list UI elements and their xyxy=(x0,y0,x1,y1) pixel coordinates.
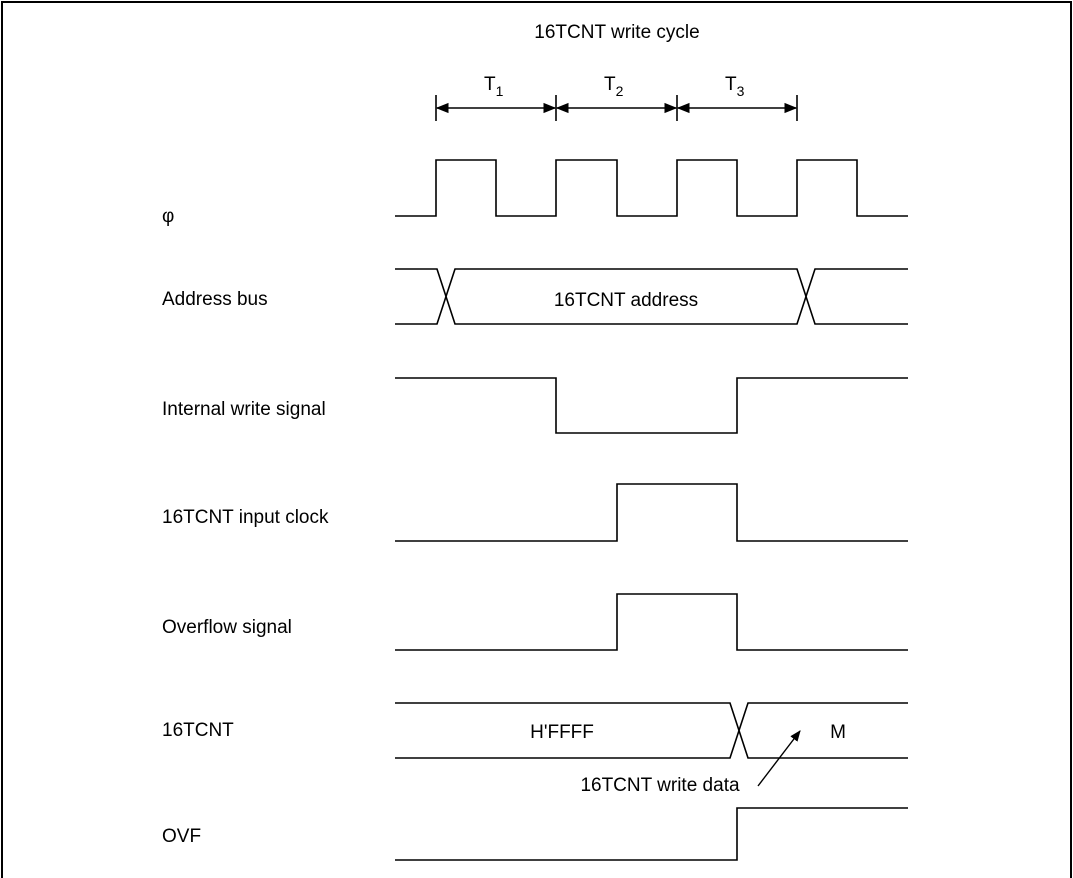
signal-label-internal-write: Internal write signal xyxy=(162,399,326,420)
tcnt-value-after: M xyxy=(830,722,846,743)
phi-waveform xyxy=(395,159,908,217)
signal-label-input-clock: 16TCNT input clock xyxy=(162,507,329,528)
tcnt-value-before: H'FFFF xyxy=(530,722,594,743)
signal-label-tcnt: 16TCNT xyxy=(162,720,234,741)
signal-label-phi: φ xyxy=(162,206,174,227)
write-data-pointer xyxy=(757,730,801,787)
signal-label-overflow: Overflow signal xyxy=(162,617,292,638)
overflow-waveform xyxy=(395,593,908,651)
input-clock-waveform xyxy=(395,483,908,542)
address-bus-value: 16TCNT address xyxy=(554,290,698,311)
cycle-title: 16TCNT write cycle xyxy=(534,22,699,43)
state-t3-label: T3 xyxy=(725,74,745,99)
address-bus-waveform xyxy=(395,268,908,325)
write-data-annotation: 16TCNT write data xyxy=(580,775,740,796)
state-t1-label: T1 xyxy=(484,74,504,99)
state-t2-label: T2 xyxy=(604,74,624,99)
tcnt-bus-waveform xyxy=(395,702,908,759)
signal-label-address-bus: Address bus xyxy=(162,289,268,310)
state-markers: T1 T2 T3 xyxy=(435,74,798,121)
ovf-waveform xyxy=(395,807,908,861)
signal-label-ovf: OVF xyxy=(162,826,201,847)
internal-write-waveform xyxy=(395,377,908,434)
